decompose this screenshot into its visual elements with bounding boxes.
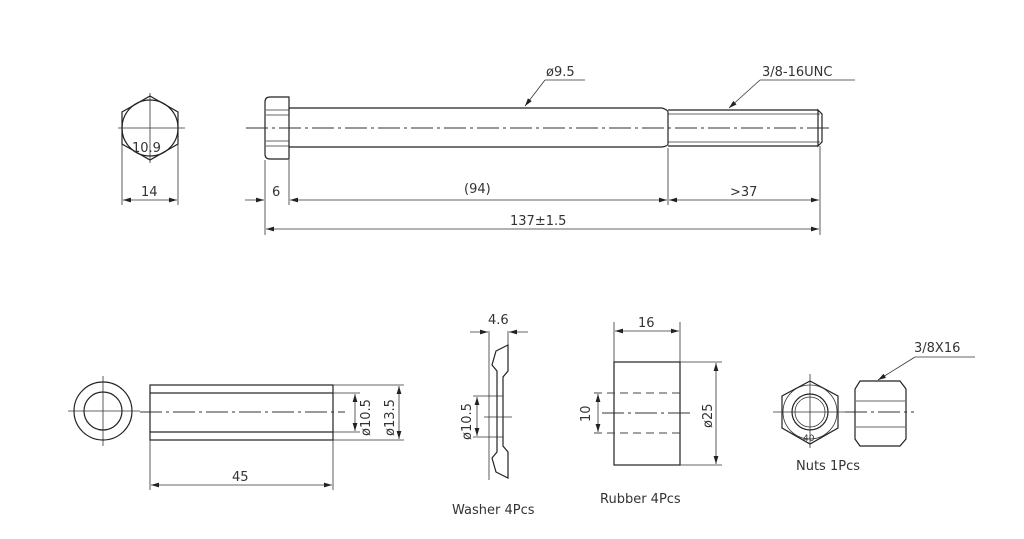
dim-washer-thickness: 4.6 (488, 313, 509, 328)
dim-head-width: 14 (141, 185, 158, 200)
dim-sleeve-outer-diameter: ø13.5 (383, 399, 398, 436)
washer-caption: Washer 4Pcs (452, 503, 535, 518)
dim-thread-length: >37 (730, 185, 757, 200)
dim-rubber-hole-diameter: 10 (579, 405, 594, 422)
dim-washer-hole-diameter: ø10.5 (460, 403, 475, 440)
bolt-side-view: ø9.5 3/8-16UNC 6 (94) >37 137±1.5 (245, 65, 855, 235)
dim-total-length: 137±1.5 (510, 214, 566, 229)
thread-spec-label: 3/8-16UNC (762, 65, 832, 80)
dim-sleeve-length: 45 (232, 470, 249, 485)
rubber-bushing: 16 10 ø25 Rubber 4Pcs (579, 316, 722, 507)
nut: 40 3/8X16 Nuts 1Pcs (773, 341, 975, 474)
shank-diameter-label: ø9.5 (546, 65, 575, 80)
nut-thread-spec: 3/8X16 (914, 341, 960, 356)
sleeve-side-view: ø10.5 ø13.5 45 (140, 384, 404, 490)
dim-shank-length: (94) (464, 182, 491, 197)
dim-sleeve-inner-diameter: ø10.5 (359, 399, 374, 436)
dim-rubber-length: 16 (638, 316, 655, 331)
bolt-end-view: 10.9 14 (118, 93, 185, 205)
washer: 4.6 ø10.5 Washer 4Pcs (452, 313, 535, 518)
nut-caption: Nuts 1Pcs (796, 459, 860, 474)
dim-head-height: 6 (272, 185, 280, 200)
rubber-caption: Rubber 4Pcs (600, 492, 681, 507)
sleeve-end-view (68, 376, 140, 446)
dim-rubber-outer-diameter: ø25 (701, 404, 716, 429)
bolt-grade-mark: 10.9 (132, 141, 161, 156)
nut-grade-mark: 40 (803, 434, 815, 444)
